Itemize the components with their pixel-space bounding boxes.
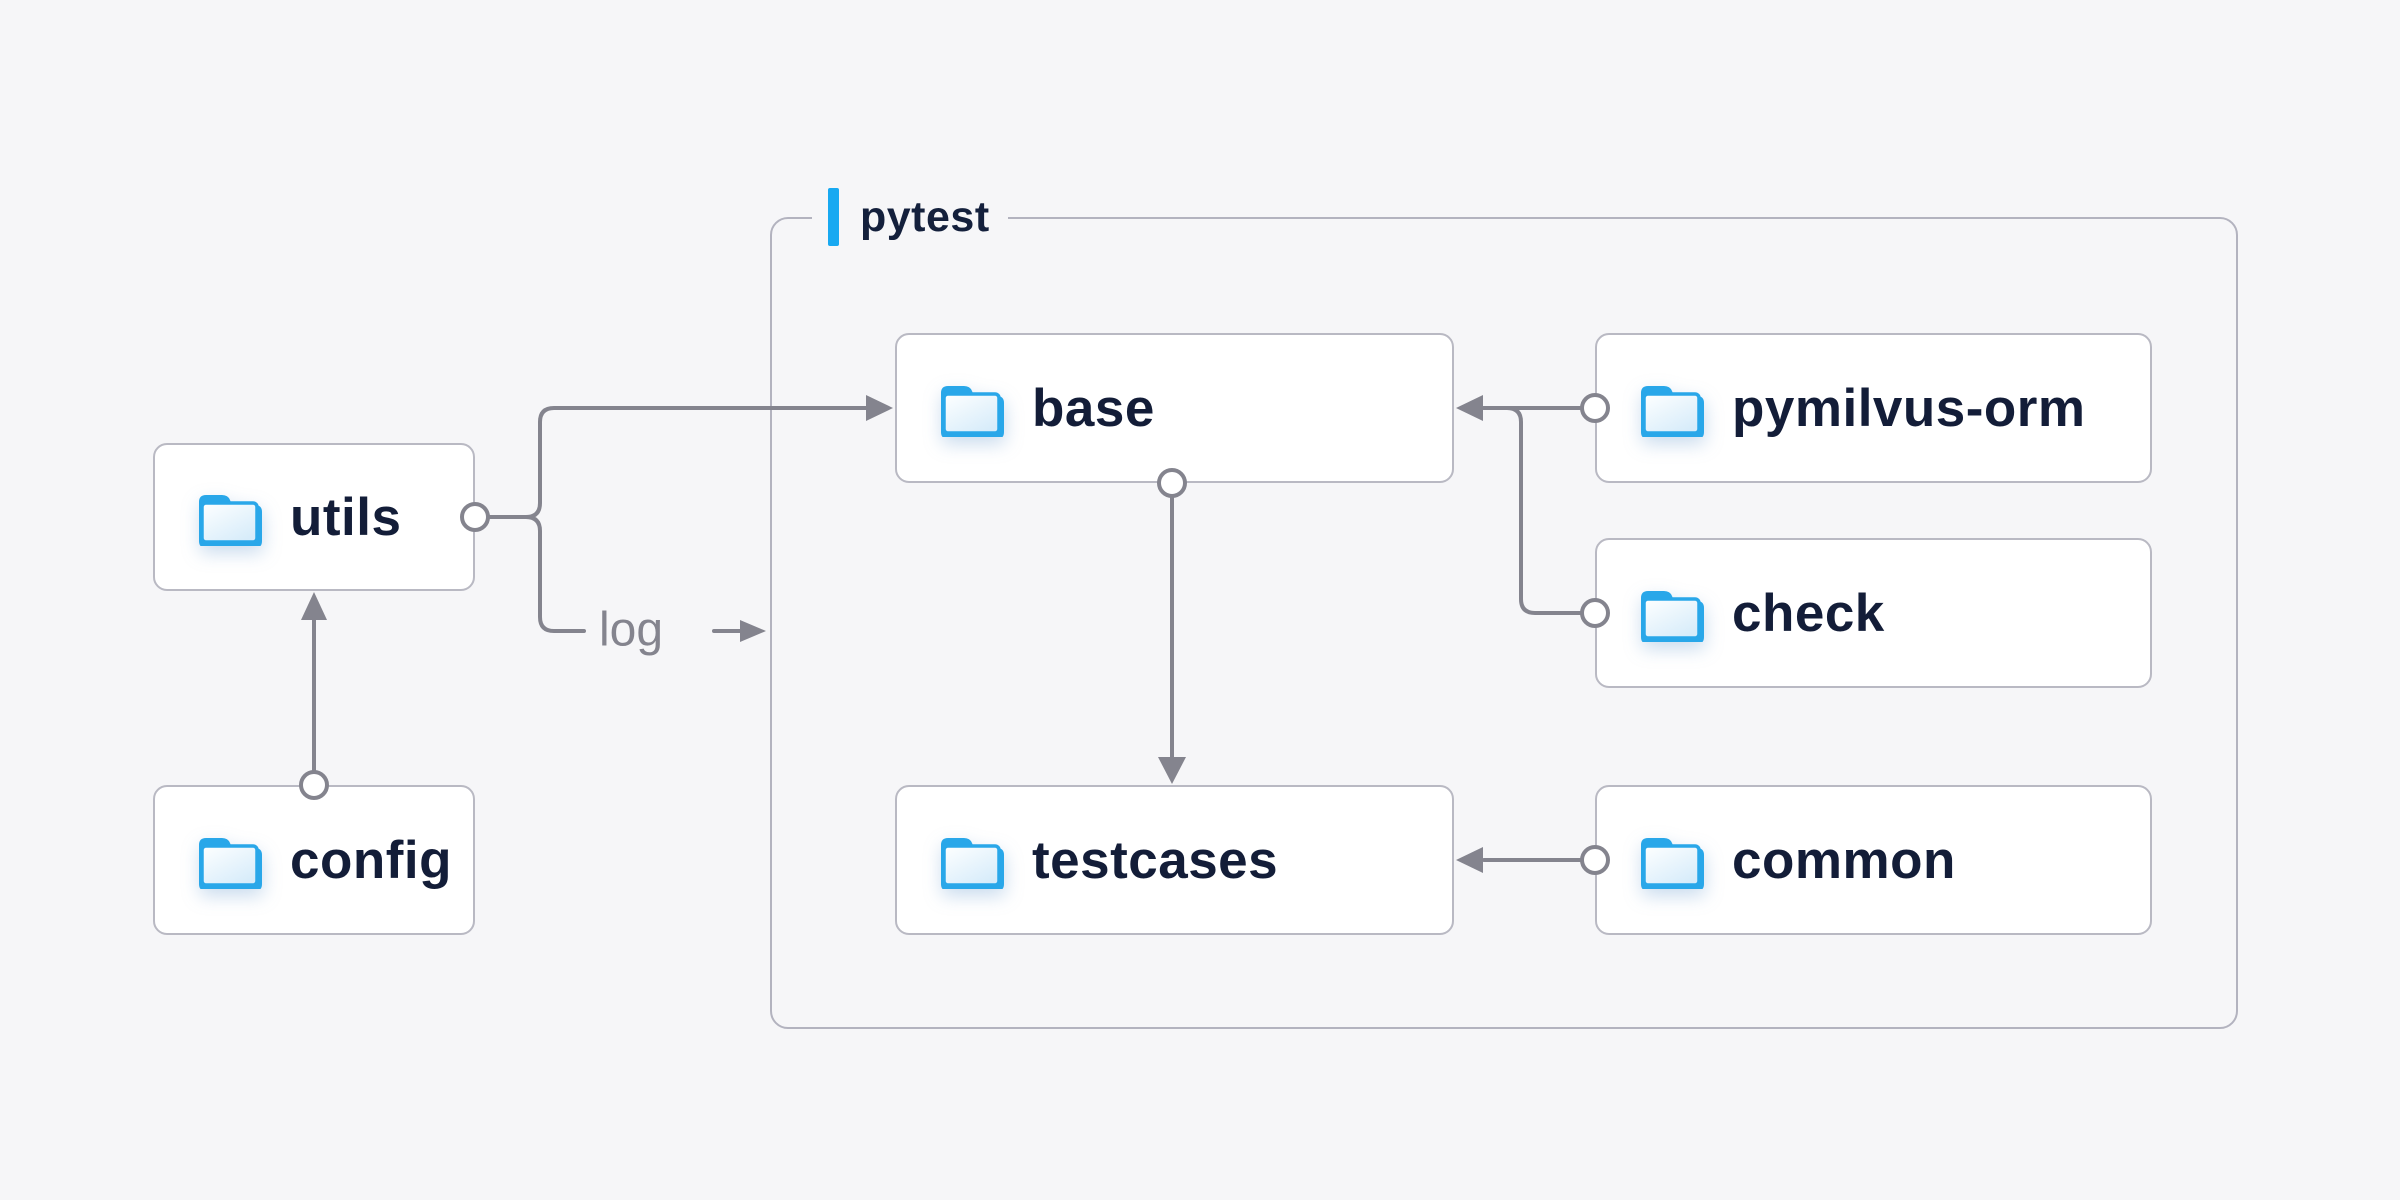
folder-icon <box>941 838 1004 889</box>
node-check: check <box>1595 538 2152 688</box>
node-label-common: common <box>1732 830 1956 890</box>
arrowhead-log <box>740 620 766 642</box>
node-label-testcases: testcases <box>1032 830 1279 890</box>
node-base: base <box>895 333 1454 483</box>
node-utils: utils <box>153 443 475 591</box>
node-label-check: check <box>1732 583 1885 643</box>
folder-icon <box>1641 591 1704 642</box>
accent-bar <box>828 188 839 246</box>
node-config: config <box>153 785 475 935</box>
edge-utils-log <box>524 515 586 633</box>
folder-icon <box>1641 838 1704 889</box>
arrowhead-into-utils <box>301 592 327 620</box>
folder-icon <box>1641 386 1704 437</box>
node-testcases: testcases <box>895 785 1454 935</box>
node-label-pymilvus-orm: pymilvus-orm <box>1732 378 2086 438</box>
folder-icon <box>941 386 1004 437</box>
node-label-config: config <box>290 830 452 890</box>
folder-icon <box>199 838 262 889</box>
node-label-base: base <box>1032 378 1155 438</box>
pytest-group-title: pytest <box>860 192 990 241</box>
edge-label-log: log <box>599 603 664 657</box>
folder-icon <box>199 495 262 546</box>
node-label-utils: utils <box>290 487 402 547</box>
node-common: common <box>1595 785 2152 935</box>
node-pymilvus-orm: pymilvus-orm <box>1595 333 2152 483</box>
pytest-group-label: pytest <box>812 185 1008 249</box>
pytest-group-container <box>770 217 2238 1029</box>
